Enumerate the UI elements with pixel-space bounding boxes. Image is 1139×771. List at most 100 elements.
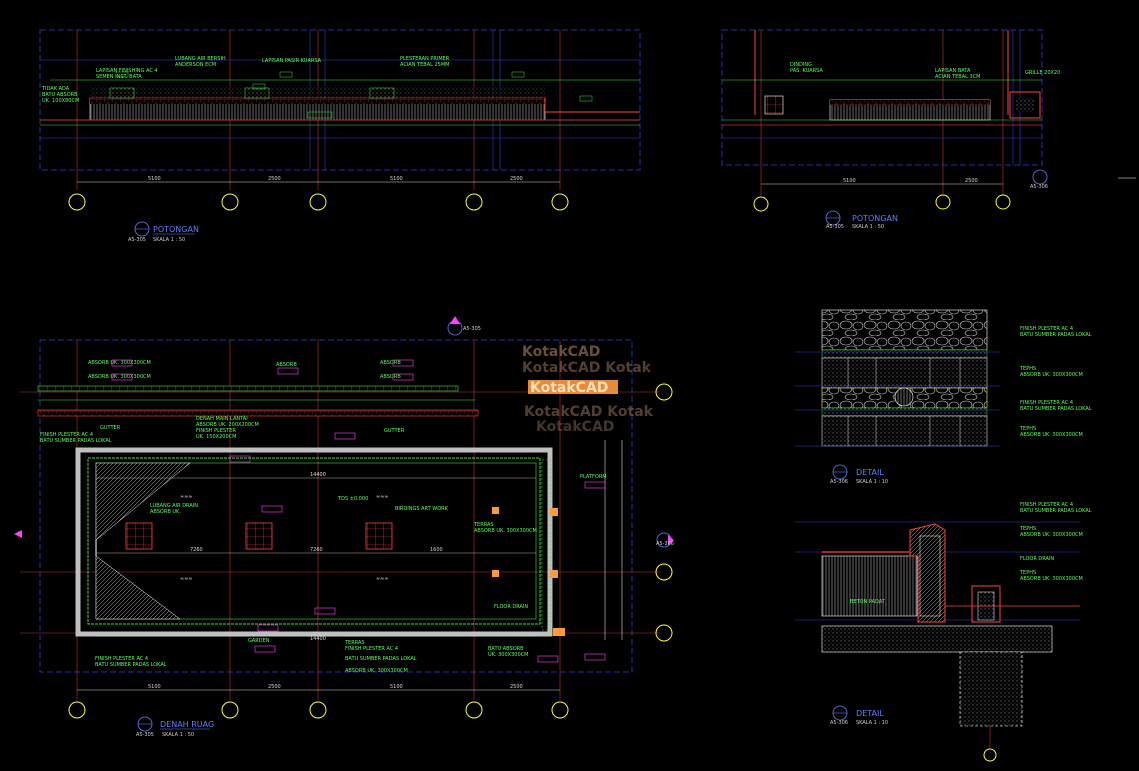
svg-text:TEPHS: TEPHS [1019,426,1036,432]
watermark-line-5: KotakCAD [536,419,614,435]
section-1-dim-1: 5100 [148,176,161,182]
section-2-dim-2: 2500 [965,178,978,184]
svg-text:UK. 300X300CM: UK. 300X300CM [488,652,528,658]
svg-text:GUTTER: GUTTER [384,428,405,434]
plan-section-marker-top: A5-305 [463,326,481,332]
section-1-dim-3: 5100 [390,176,403,182]
svg-text:TIDAK ADA: TIDAK ADA [41,86,70,92]
watermark: KotakCAD KotakCAD Kotak KotakCAD KotakCA… [522,344,654,435]
svg-text:FINISH PLESTER AC 4: FINISH PLESTER AC 4 [40,432,93,438]
svg-text:BATU SUMBER PADAS LOKAL: BATU SUMBER PADAS LOKAL [40,438,112,444]
section-2-scale: SKALA 1 : 50 [852,224,884,230]
plan-dim-half-2: 7260 [310,547,323,553]
svg-text:DINDING: DINDING [790,62,812,68]
svg-text:DENAH MAIN LANTAI: DENAH MAIN LANTAI [196,416,248,422]
svg-text:BATU ABSORB: BATU ABSORB [488,646,524,652]
svg-text:BATU SUMBER PADAS LOKAL: BATU SUMBER PADAS LOKAL [1020,332,1092,338]
watermark-line-4: KotakCAD Kotak [524,404,654,420]
plan-section-marker-right: A5-306 [656,541,674,547]
pool-drain-grates [125,522,393,550]
svg-text:ABSORB UK. 300X300CM: ABSORB UK. 300X300CM [345,668,408,674]
svg-text:PLESTERAN PRIMER: PLESTERAN PRIMER [400,56,450,62]
svg-text:TERRAS: TERRAS [344,640,365,646]
svg-text:LAPISAN BATA: LAPISAN BATA [935,68,971,74]
section-1-caption: POTONGAN [153,225,199,234]
svg-text:ABSORB: ABSORB [380,374,401,380]
detail-2-footing [959,651,1023,727]
svg-text:ABSORB: ABSORB [380,360,401,366]
svg-text:LAPISAN PASIR KUARSA: LAPISAN PASIR KUARSA [262,58,322,64]
svg-text:ABSORB UK. 300X300CM: ABSORB UK. 300X300CM [1020,576,1083,582]
svg-text:ABSORB UK. 300X300CM: ABSORB UK. 300X300CM [88,360,151,366]
plan-ref: A5-305 [136,732,154,738]
pool-inlets [492,507,565,636]
section-2-grid-bubbles [753,194,1011,212]
detail-1-ref: A5-306 [830,479,848,485]
svg-text:LAPISAN FINISHING AC 4: LAPISAN FINISHING AC 4 [96,68,158,74]
plan-grid-bubbles [68,383,673,719]
svg-text:≈≈≈: ≈≈≈ [180,494,193,500]
svg-text:BATU ABSORB: BATU ABSORB [42,92,78,98]
detail-2-caption: DETAIL [856,709,884,718]
svg-text:FLOOR DRAIN: FLOOR DRAIN [494,604,528,610]
section-2-tag: A5-306 [1030,184,1048,190]
svg-text:TEPHS: TEPHS [1019,526,1036,532]
svg-text:ABSORB UK. 300X300CM: ABSORB UK. 300X300CM [1020,432,1083,438]
svg-text:GRILLE 20X20: GRILLE 20X20 [1025,70,1060,76]
svg-text:UK. 150X200CM: UK. 150X200CM [196,434,236,440]
watermark-line-2: KotakCAD Kotak [522,360,652,376]
plan-dim-length-bottom: 14400 [310,636,326,642]
section-2-dim-1: 5100 [843,178,856,184]
svg-text:PLATFORM: PLATFORM [580,474,607,480]
svg-text:ABSORB: ABSORB [276,362,297,368]
detail-1-stone-layer [821,309,988,351]
svg-text:FINISH PLESTER: FINISH PLESTER [196,428,236,434]
section-1-grid-bubbles [68,193,569,211]
svg-text:FLOOR DRAIN: FLOOR DRAIN [1020,556,1054,562]
pool-steps-top [95,462,191,541]
plan-dim-end: 1600 [430,547,443,553]
plan-dim-4: 2500 [510,684,523,690]
svg-text:TOS ±0.000: TOS ±0.000 [337,496,368,502]
plan-scale: SKALA 1 : 50 [162,732,194,738]
svg-text:≈≈≈: ≈≈≈ [180,576,193,582]
svg-text:FINISH PLESTER AC 4: FINISH PLESTER AC 4 [345,646,398,652]
watermark-line-1: KotakCAD [522,344,600,360]
plan-dim-half-1: 7260 [190,547,203,553]
plan-view: 14400 14400 7260 7260 1600 ≈≈≈ ≈≈≈ ≈≈≈ ≈… [14,316,674,738]
svg-text:FINISH PLESTER AC 4: FINISH PLESTER AC 4 [1020,502,1073,508]
svg-text:FINISH PLESTER AC 4: FINISH PLESTER AC 4 [1020,400,1073,406]
svg-text:ABSORB UK.: ABSORB UK. [150,509,181,515]
detail-1-caption: DETAIL [856,468,884,477]
section-2-ref: A5-305 [826,224,844,230]
svg-text:LUBANG AIR DRAIN: LUBANG AIR DRAIN [150,503,198,509]
svg-text:TEPHS: TEPHS [1019,570,1036,576]
svg-text:PAS. KUARSA: PAS. KUARSA [790,68,823,74]
detail-2-scale: SKALA 1 : 10 [856,720,888,726]
detail-2-ref: A5-306 [830,720,848,726]
svg-text:ACIAN TEBAL 3CM: ACIAN TEBAL 3CM [935,74,980,80]
svg-text:ABSORB UK. 300X300CM: ABSORB UK. 300X300CM [88,374,151,380]
svg-text:FINISH PLESTER AC 4: FINISH PLESTER AC 4 [1020,326,1073,332]
svg-text:BATU SUMBER PADAS LOKAL: BATU SUMBER PADAS LOKAL [1020,508,1092,514]
svg-text:BIRDINGS ART WORK: BIRDINGS ART WORK [395,506,449,512]
section-2-frame [721,29,1043,166]
plan-dim-1: 5100 [148,684,161,690]
section-1-scale: SKALA 1 : 50 [153,237,185,243]
watermark-line-3: KotakCAD [530,380,608,396]
svg-text:TEPHS: TEPHS [1019,366,1036,372]
detail-2-wall [821,555,918,617]
svg-text:≈≈≈: ≈≈≈ [376,494,389,500]
section-1-dim-2: 2500 [268,176,281,182]
svg-text:BETON PADAT: BETON PADAT [850,599,886,605]
detail-2: FINISH PLESTER AC 4 BATU SUMBER PADAS LO… [795,502,1092,762]
svg-text:FINISH PLESTER AC 4: FINISH PLESTER AC 4 [95,656,148,662]
svg-text:BATU SUMBER PADAS LOKAL: BATU SUMBER PADAS LOKAL [1020,406,1092,412]
svg-text:ABSORB UK. 200X200CM: ABSORB UK. 200X200CM [196,422,259,428]
section-1-frame [39,29,641,171]
plan-level-tags [111,359,606,663]
svg-text:TERRAS: TERRAS [473,522,494,528]
section-2-caption: POTONGAN [852,214,898,223]
svg-text:ABSORB UK. 300X300CM: ABSORB UK. 300X300CM [474,528,537,534]
